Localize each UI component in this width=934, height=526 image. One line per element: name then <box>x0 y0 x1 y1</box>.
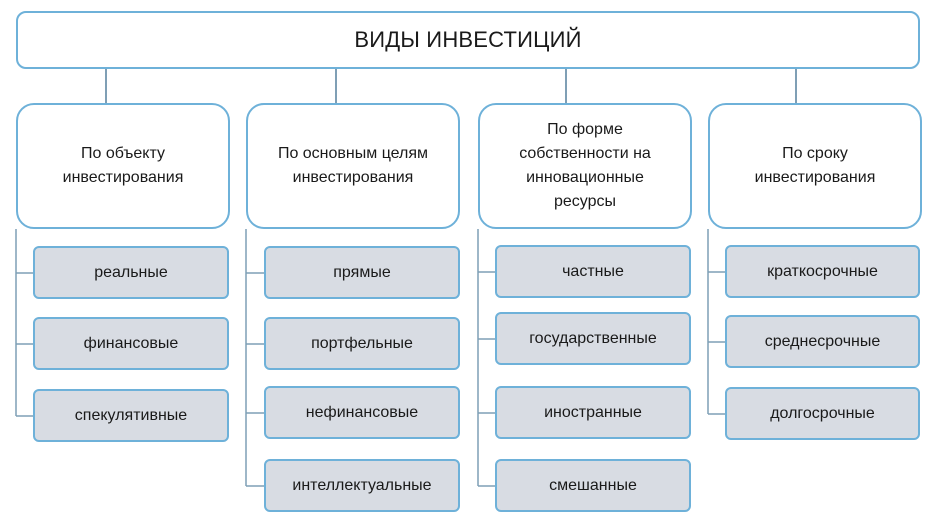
item-mixed: смешанные <box>495 459 691 512</box>
category-term: По сроку инвестирования <box>708 103 922 229</box>
diagram-title: ВИДЫ ИНВЕСТИЦИЙ <box>16 11 920 69</box>
category-object: По объекту инвестирования <box>16 103 230 229</box>
item-portfolio: портфельные <box>264 317 460 370</box>
item-financial: финансовые <box>33 317 229 370</box>
category-goals: По основным целям инвестирования <box>246 103 460 229</box>
item-state: государственные <box>495 312 691 365</box>
item-long-term: долгосрочные <box>725 387 920 440</box>
item-speculative: спекулятивные <box>33 389 229 442</box>
item-foreign: иностранные <box>495 386 691 439</box>
category-ownership: По форме собственности на инновационные … <box>478 103 692 229</box>
item-intellectual: интеллектуальные <box>264 459 460 512</box>
item-real: реальные <box>33 246 229 299</box>
item-private: частные <box>495 245 691 298</box>
item-mid-term: среднесрочные <box>725 315 920 368</box>
item-direct: прямые <box>264 246 460 299</box>
item-short-term: краткосрочные <box>725 245 920 298</box>
item-nonfinancial: нефинансовые <box>264 386 460 439</box>
